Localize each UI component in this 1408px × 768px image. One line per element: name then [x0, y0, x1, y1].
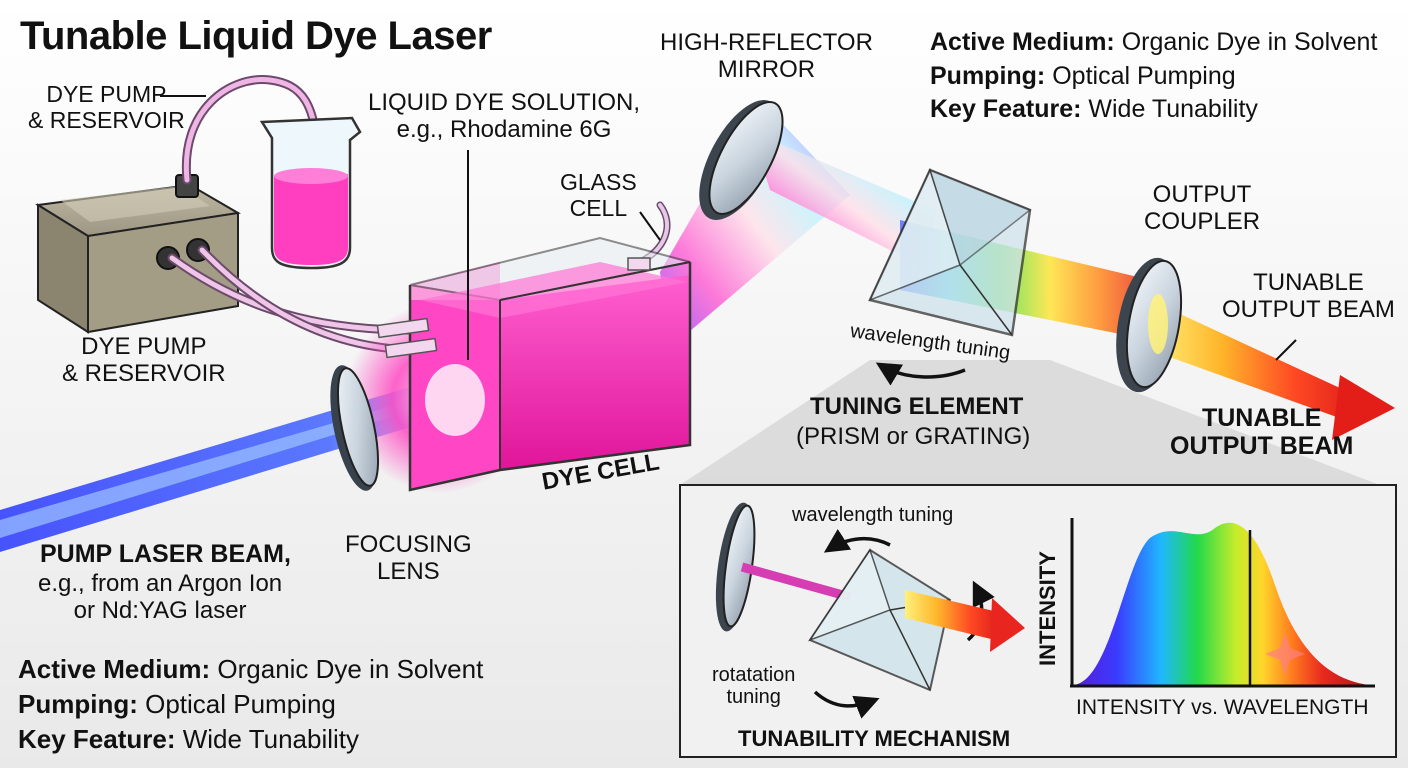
- output-coupler-label: OUTPUT COUPLER: [1144, 181, 1261, 235]
- sparkle-icon: [1265, 632, 1305, 676]
- inset-wavelength-tuning-label: wavelength tuning: [792, 504, 954, 526]
- spec-row: Pumping: Optical Pumping: [930, 61, 1236, 90]
- focusing-lens-label: FOCUSING LENS: [345, 531, 472, 585]
- mirror-icon: [699, 100, 784, 220]
- specs-top: Active Medium: Organic Dye in Solvent Pu…: [930, 26, 1377, 127]
- dye-pump-label-top: DYE PUMP & RESERVOIR: [28, 81, 185, 133]
- page-title: Tunable Liquid Dye Laser: [20, 14, 492, 58]
- intensity-vs-wavelength-label: INTENSITY vs. WAVELENGTH: [1076, 696, 1369, 719]
- dye-cell: [345, 236, 692, 493]
- inset-mechanism: [715, 502, 1025, 692]
- tunable-output-small-label: TUNABLE OUTPUT BEAM: [1222, 269, 1395, 323]
- spec-row: Active Medium: Organic Dye in Solvent: [18, 654, 484, 684]
- lens-icon: [330, 365, 380, 491]
- specs-bottom: Active Medium: Organic Dye in Solvent Pu…: [18, 652, 483, 756]
- inset-rotation-tuning-label: rotatation tuning: [712, 664, 796, 709]
- spec-row: Active Medium: Organic Dye in Solvent: [930, 28, 1378, 56]
- intensity-axis-label: INTENSITY: [1035, 551, 1060, 666]
- tunability-mechanism-label: TUNABILITY MECHANISM: [738, 726, 1011, 751]
- glass-cell-label: GLASS CELL: [560, 169, 637, 221]
- spec-row: Pumping: Optical Pumping: [18, 688, 336, 719]
- pump-laser-beam: [0, 378, 440, 552]
- output-coupler-icon: [1116, 257, 1183, 393]
- tuning-element-title: TUNING ELEMENT: [810, 393, 1024, 420]
- spec-row: Key Feature: Wide Tunability: [930, 95, 1258, 123]
- tuning-element-subtitle: (PRISM or GRATING): [796, 423, 1031, 450]
- liquid-dye-label: LIQUID DYE SOLUTION, e.g., Rhodamine 6G: [368, 89, 641, 143]
- tunable-output-bold-label: TUNABLE OUTPUT BEAM: [1170, 404, 1354, 460]
- intensity-plot: [1070, 518, 1375, 688]
- tunable-output-beam: [1150, 300, 1395, 440]
- dye-pump-label-bottom: DYE PUMP & RESERVOIR: [62, 333, 226, 387]
- leader-lines: [160, 95, 1297, 361]
- pump-box-icon: [35, 174, 241, 334]
- pump-beam-title: PUMP LASER BEAM,: [40, 540, 291, 568]
- beaker-icon: [259, 116, 362, 270]
- prism-icon: [868, 167, 1032, 337]
- high-reflector-label: HIGH-REFLECTOR MIRROR: [660, 29, 873, 83]
- spec-row: Key Feature: Wide Tunability: [18, 723, 360, 754]
- mirror-to-prism-beam: [752, 132, 935, 270]
- pump-beam-subtitle: e.g., from an Argon Ion or Nd:YAG laser: [38, 570, 283, 624]
